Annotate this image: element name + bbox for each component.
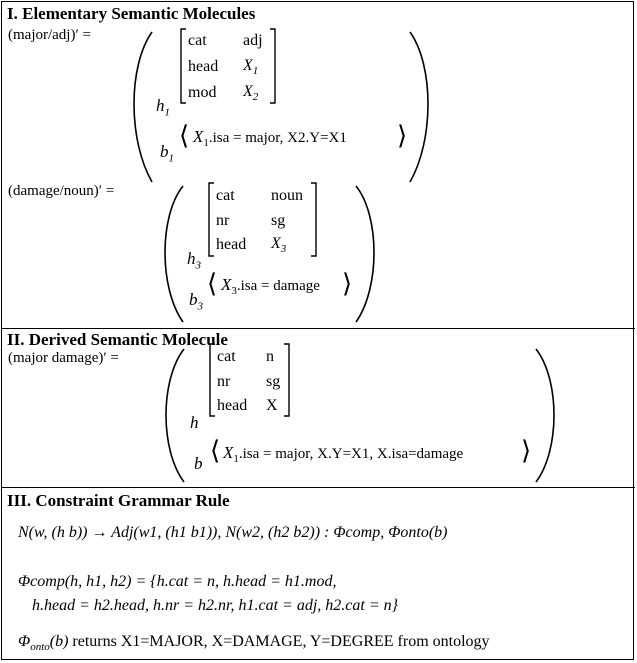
feature-value: noun [271,187,303,204]
feature-name: head [217,397,248,414]
feature-name: cat [188,32,207,49]
feature-name: cat [217,348,236,365]
right-angle: ⟩ [521,436,532,465]
body-content: X3.isa = damage [221,275,320,297]
feature-value: X [266,397,278,414]
rule-line: h.head = h2.head, h.nr = h2.nr, h1.cat =… [32,597,399,614]
feature-value: X2 [243,83,258,103]
body-text: .isa = major, X.Y=X1, X.isa=damage [238,446,464,462]
section-divider [1,487,635,488]
feature-name: head [188,58,219,75]
section-title: III. Constraint Grammar Rule [7,491,230,510]
feature-value: sg [266,373,281,390]
right-angle: ⟩ [342,269,353,298]
section-title: II. Derived Semantic Molecule [7,330,228,349]
feature-value: adj [243,32,263,49]
body-label: b3 [189,290,203,313]
feature-name: nr [216,212,230,229]
var-x: X [243,83,253,100]
section-divider [1,328,635,329]
var-sub: 1 [233,453,239,465]
left-angle: ⟨ [210,436,221,465]
molecule-name: (major/adj)′ = [8,27,91,43]
var-x: X [193,127,204,146]
body-text: .isa = major, X2.Y=X1 [208,130,347,146]
body-label: b1 [160,142,174,165]
molecule-name: (major damage)′ = [8,350,119,366]
head-label: h1 [156,96,170,119]
feature-value: sg [271,212,286,229]
feature-name: nr [217,373,231,390]
feature-name: mod [188,84,217,101]
body-content: X1.isa = major, X.Y=X1, X.isa=damage [223,443,463,465]
var-x: X [221,275,232,294]
var-sub: 1 [252,65,259,78]
section-title: I. Elementary Semantic Molecules [7,4,256,23]
head-label: h [190,413,199,432]
body-label: b [194,454,203,473]
body-text: .isa = damage [236,278,320,294]
rule-line-text: returns X1=MAJOR, X=DAMAGE, Y=DEGREE fro… [72,633,490,650]
feature-value: X1 [243,57,258,77]
rule-line: N(w, (h b)) → Adj(w1, (h1 b1)), N(w2, (h… [18,524,448,541]
var-sub: 3 [280,243,287,256]
phi-onto-symbol: Φonto(b) [18,633,69,654]
left-angle: ⟨ [179,121,190,150]
feature-name: cat [216,187,235,204]
rule-line: Φonto(b) returns X1=MAJOR, X=DAMAGE, Y=D… [18,633,490,653]
feature-value: n [266,348,274,365]
feature-value: X3 [271,235,286,255]
var-x: X [223,443,234,462]
var-sub: 3 [231,285,237,297]
body-content: X1.isa = major, X2.Y=X1 [193,127,347,149]
var-x: X [271,235,281,252]
var-sub: 1 [203,137,209,149]
var-x: X [243,57,253,74]
var-sub: 2 [252,91,259,104]
molecule-name: (damage/noun)′ = [8,183,115,199]
right-angle: ⟩ [397,121,408,150]
rule-line: Φcomp(h, h1, h2) = {h.cat = n, h.head = … [18,573,337,590]
feature-name: head [216,236,247,253]
head-label: h3 [187,249,201,272]
left-angle: ⟨ [207,269,218,298]
